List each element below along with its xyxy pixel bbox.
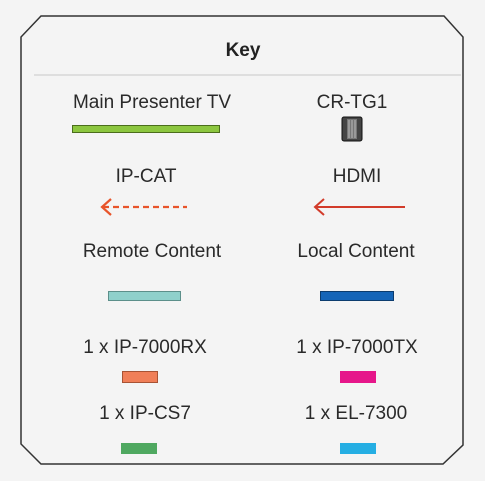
cr-tg1-label: CR-TG1 <box>316 92 388 113</box>
hdmi-arrow-icon <box>313 198 405 216</box>
ip-7000tx-label: 1 x IP-7000TX <box>296 337 418 358</box>
ip-cs7-swatch <box>121 443 157 454</box>
el-7300-swatch <box>340 443 376 454</box>
key-title: Key <box>225 40 261 61</box>
ip-7000rx-swatch <box>122 371 158 383</box>
local-content-label: Local Content <box>297 241 415 262</box>
cr-tg1-icon <box>341 116 363 142</box>
ip-cat-label: IP-CAT <box>115 166 177 187</box>
remote-content-label: Remote Content <box>82 241 222 262</box>
main-presenter-tv-swatch <box>72 125 220 133</box>
main-presenter-tv-label: Main Presenter TV <box>72 92 232 113</box>
ip-7000tx-swatch <box>340 371 376 383</box>
el-7300-label: 1 x EL-7300 <box>304 403 408 424</box>
ip-cs7-label: 1 x IP-CS7 <box>99 403 191 424</box>
remote-content-swatch <box>108 291 181 301</box>
hdmi-label: HDMI <box>332 166 382 187</box>
ip-7000rx-label: 1 x IP-7000RX <box>83 337 207 358</box>
ip-cat-dashed-arrow-icon <box>100 198 187 216</box>
local-content-swatch <box>320 291 394 301</box>
